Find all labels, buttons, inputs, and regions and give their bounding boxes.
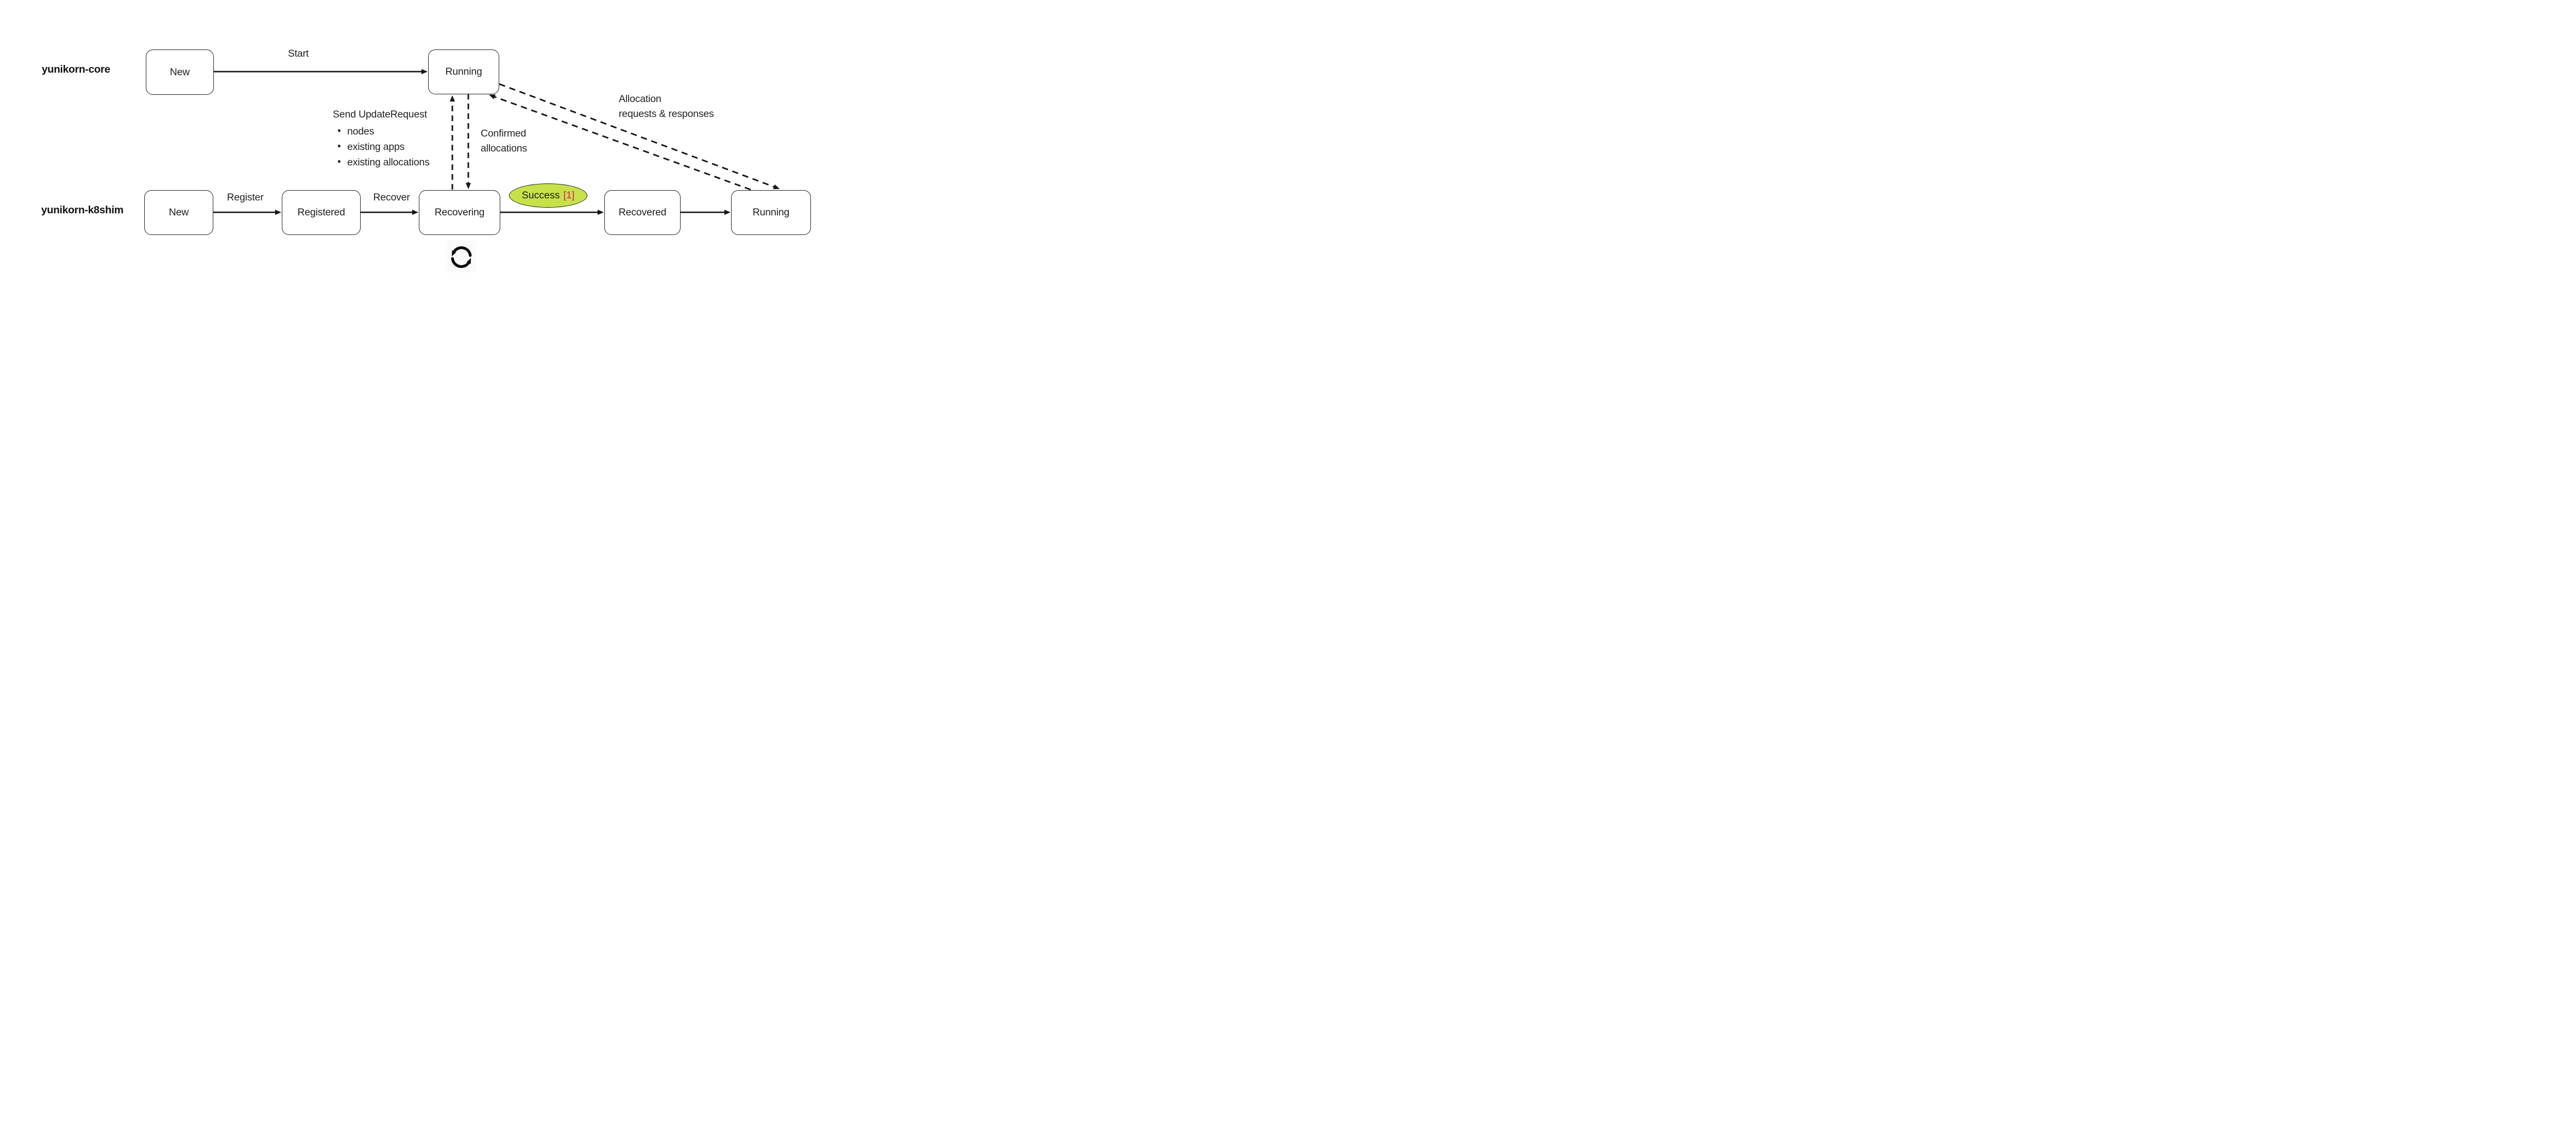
state-box-core-new: New (146, 49, 214, 95)
state-label: New (170, 66, 190, 78)
row-label-yunikorn-k8shim: yunikorn-k8shim (41, 204, 124, 216)
bullet-dot-icon: • (337, 141, 341, 152)
note-bullet-item: •existing allocations (333, 155, 430, 170)
note-bullet-item: •nodes (333, 124, 430, 139)
state-box-shim-running: Running (731, 190, 811, 235)
transition-label-register: Register (227, 192, 264, 203)
refresh-cycle-icon (446, 241, 476, 273)
state-machine-diagram: yunikorn-core yunikorn-k8shim New Runnin… (0, 0, 927, 287)
success-footnote-ref: [1] (563, 190, 575, 201)
state-label: New (168, 207, 189, 218)
state-box-shim-registered: Registered (282, 190, 361, 235)
bullet-dot-icon: • (337, 126, 341, 137)
state-box-shim-recovering: Recovering (419, 190, 500, 235)
note-confirmed-allocations: Confirmed allocations (481, 128, 527, 154)
state-box-shim-recovered: Recovered (604, 190, 681, 235)
note-title: Send UpdateRequest (333, 109, 427, 120)
row-label-yunikorn-core: yunikorn-core (42, 63, 110, 75)
success-label: Success (521, 190, 560, 201)
transition-label-recover: Recover (373, 192, 410, 203)
success-badge: Success [1] (509, 183, 587, 208)
note-send-update-request: Send UpdateRequest •nodes •existing apps… (333, 107, 430, 170)
note-bullet-item: •existing apps (333, 139, 430, 155)
state-label: Registered (297, 207, 345, 218)
state-label: Running (445, 66, 482, 77)
state-label: Recovered (618, 207, 667, 218)
state-box-shim-new: New (144, 190, 213, 235)
refresh-cycle-glyph (451, 246, 472, 268)
transition-label-start: Start (287, 48, 309, 59)
note-bullet-list: •nodes •existing apps •existing allocati… (333, 124, 430, 170)
note-allocation-requests-responses: Allocation requests & responses (619, 93, 714, 120)
state-label: Recovering (434, 207, 485, 218)
state-label: Running (752, 207, 790, 218)
state-box-core-running: Running (428, 49, 499, 94)
bullet-dot-icon: • (337, 157, 341, 167)
